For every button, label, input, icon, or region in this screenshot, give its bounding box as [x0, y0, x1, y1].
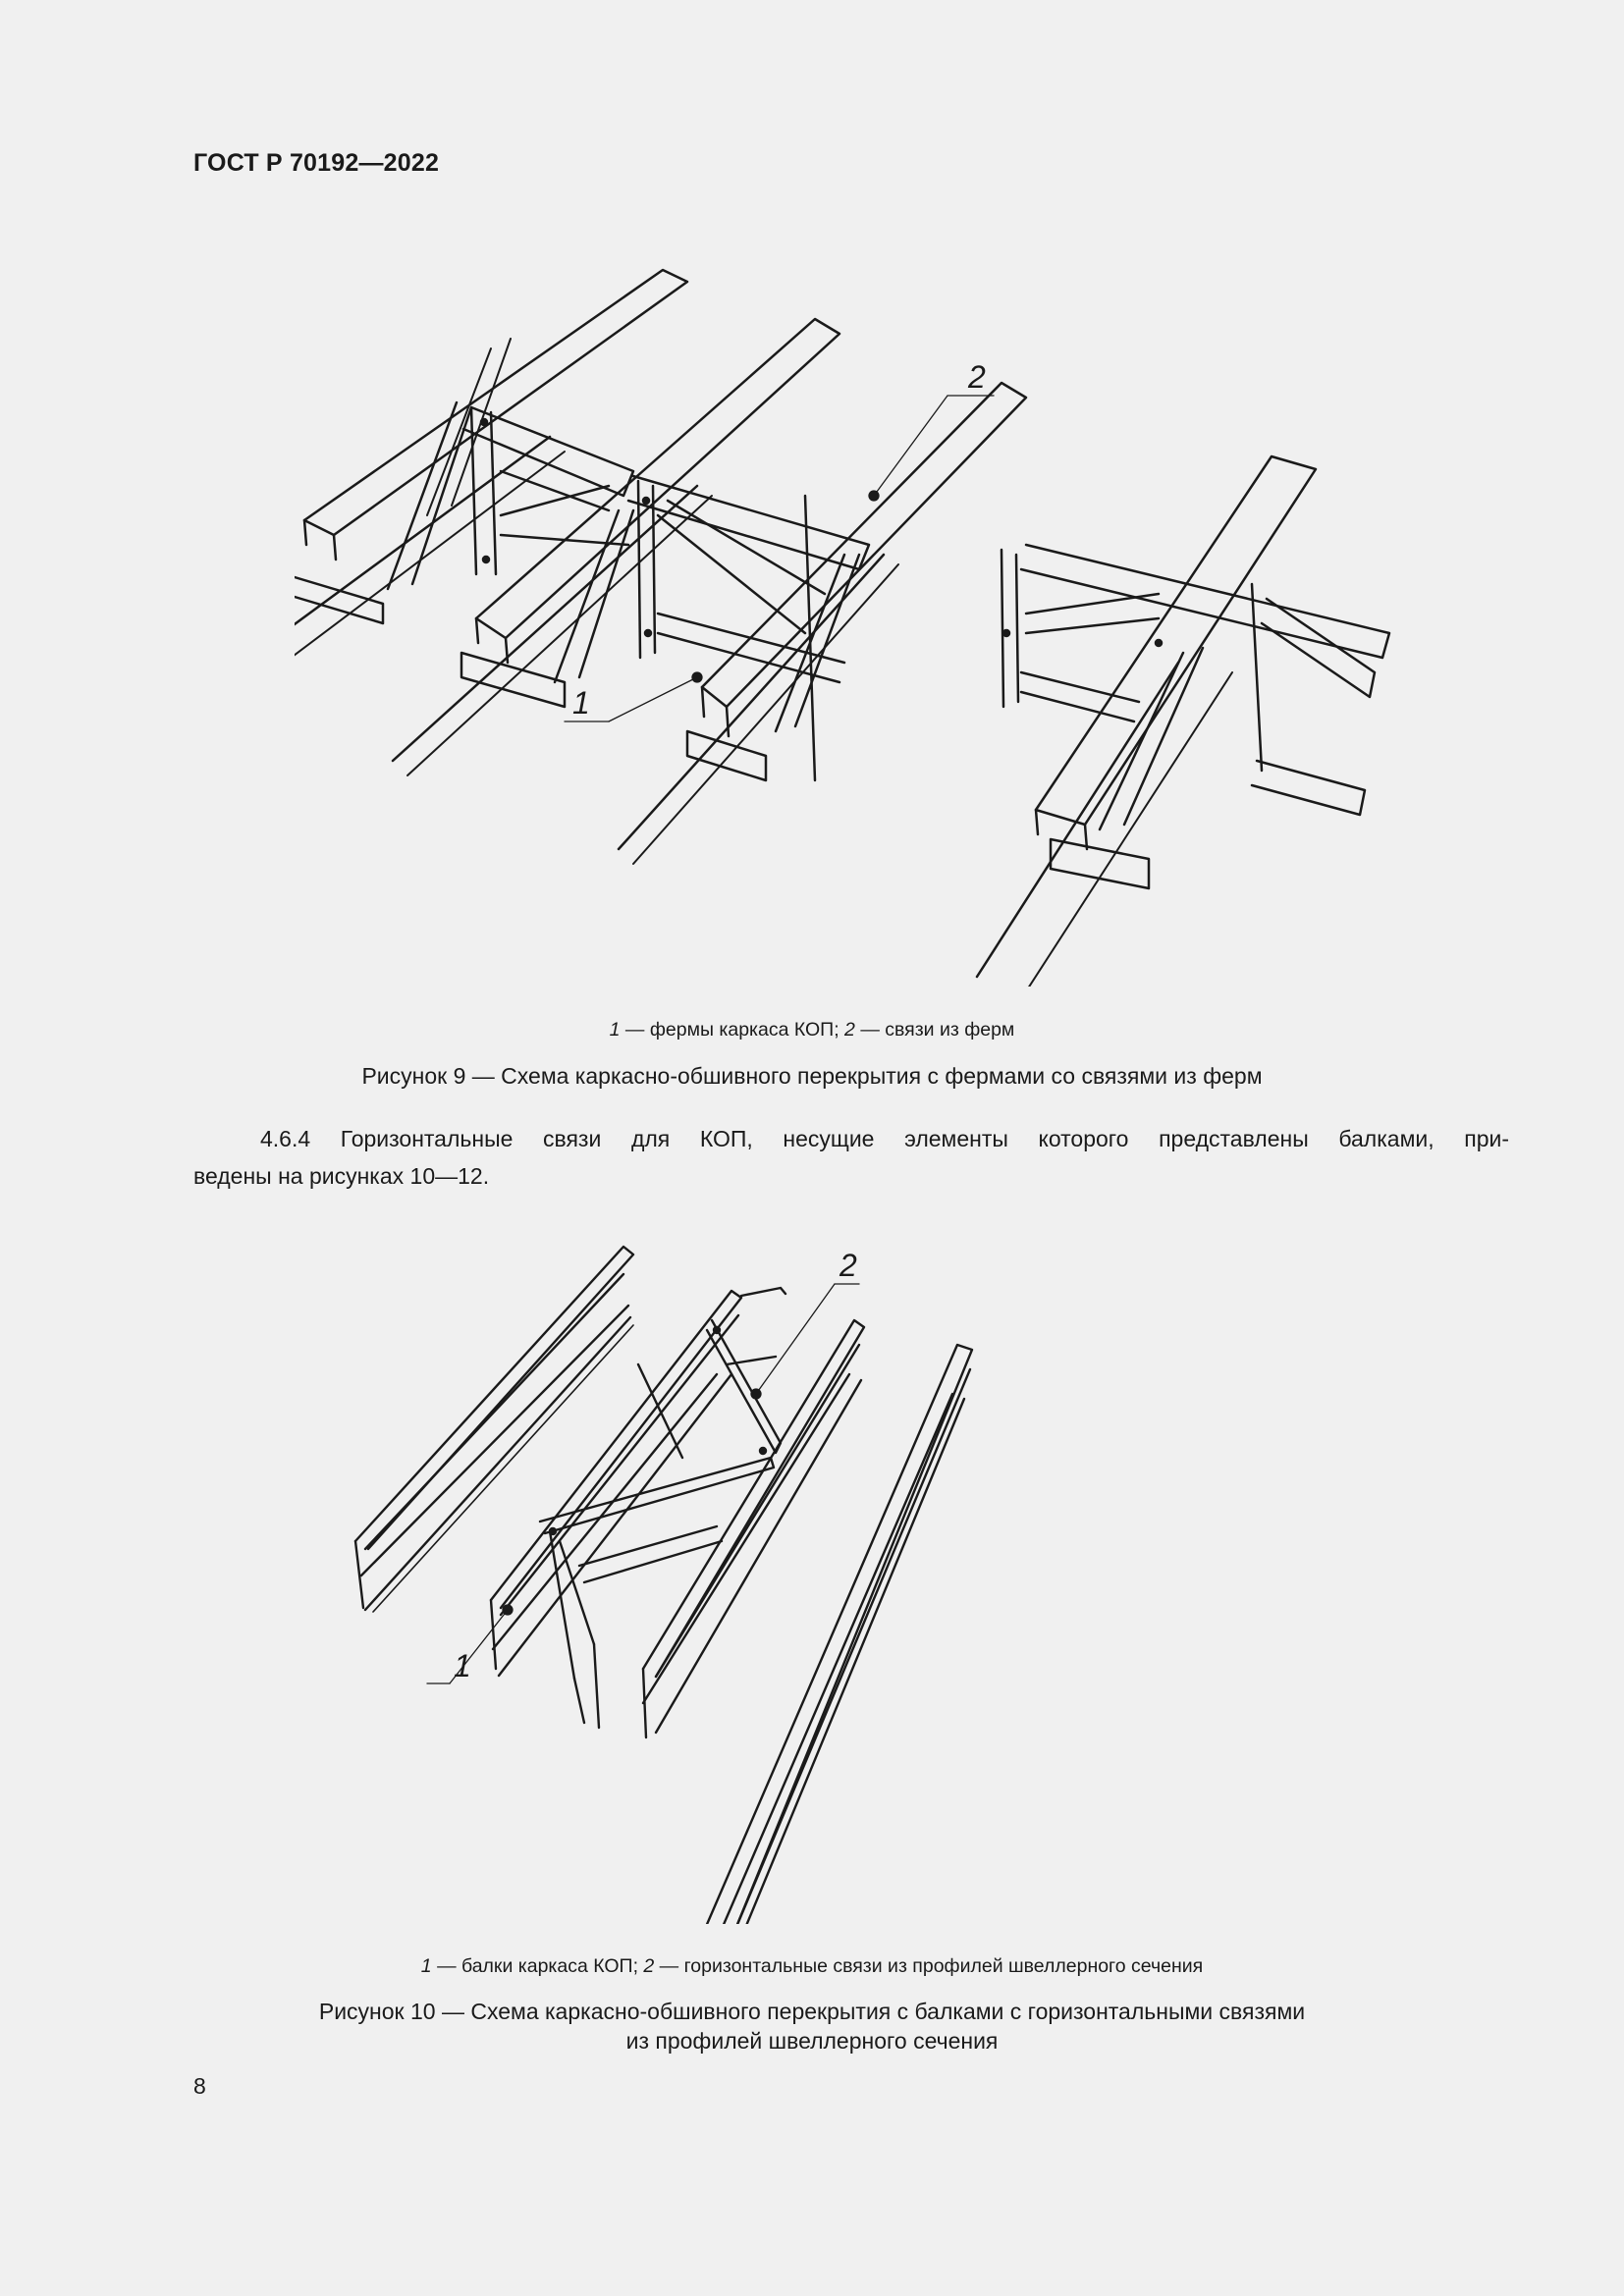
figure-10-caption-line-2: из профилей швеллерного сечения	[625, 2028, 999, 2054]
figure-10-caption-line-1: Рисунок 10 — Схема каркасно-обшивного пе…	[318, 1999, 1306, 2024]
figure-10-callout-label-1: 1	[454, 1648, 471, 1683]
figure-9-callout-2	[868, 396, 994, 502]
document-header: ГОСТ Р 70192—2022	[193, 149, 440, 177]
figure-9-callout-1	[565, 671, 703, 721]
figure-9-caption: Рисунок 9 — Схема каркасно-обшивного пер…	[361, 1063, 1263, 1089]
channel-bracing	[540, 1288, 785, 1728]
beam-c	[643, 1320, 864, 1737]
legend-item-2-text: — связи из ферм	[854, 1019, 1015, 1041]
figure-9-legend: 1 — фермы каркаса КОП; 2 — связи из ферм	[0, 1019, 1624, 1041]
truss-3	[619, 383, 1026, 864]
paragraph-line-1: 4.6.4 Горизонтальные связи для КОП, несу…	[193, 1120, 1509, 1157]
truss-4	[977, 456, 1375, 987]
beam-a	[355, 1247, 633, 1612]
legend-item-2-number: 2	[643, 1955, 655, 1977]
legend-item-2-number: 2	[844, 1019, 855, 1041]
paragraph-line-1-text: 4.6.4 Горизонтальные связи для КОП, несу…	[260, 1126, 1509, 1151]
figure-10-illustration: 1 2	[344, 1237, 1326, 1924]
legend-item-2-text: — горизонтальные связи из профилей швелл…	[654, 1955, 1204, 1977]
figure-10-caption: Рисунок 10 — Схема каркасно-обшивного пе…	[0, 1997, 1624, 2056]
legend-item-1-number: 1	[420, 1955, 432, 1977]
figure-9-callout-label-1: 1	[572, 685, 590, 721]
figure-9-illustration: 1 2	[295, 260, 1404, 987]
paragraph-line-2: ведены на рисунках 10—12.	[193, 1163, 490, 1189]
beam-d	[702, 1345, 972, 1924]
figure-9-callout-label-2: 2	[967, 359, 986, 395]
page-number: 8	[193, 2073, 206, 2099]
figure-10-legend: 1 — балки каркаса КОП; 2 — горизонтальны…	[0, 1955, 1624, 1978]
bracing-truss-c	[1001, 545, 1389, 721]
figure-10-callout-label-2: 2	[839, 1248, 857, 1283]
bracing-truss-a	[463, 407, 633, 574]
beam-b	[491, 1291, 741, 1676]
truss-2	[393, 319, 839, 775]
paragraph-4-6-4: 4.6.4 Горизонтальные связи для КОП, несу…	[193, 1120, 1509, 1195]
figure-10-callout-2	[750, 1284, 859, 1400]
bracing-truss-b	[628, 476, 869, 682]
legend-item-1-text: — фермы каркаса КОП;	[620, 1019, 845, 1041]
legend-item-1-number: 1	[609, 1019, 621, 1041]
legend-item-1-text: — балки каркаса КОП;	[431, 1955, 644, 1977]
figure-10-callout-1	[427, 1604, 514, 1683]
